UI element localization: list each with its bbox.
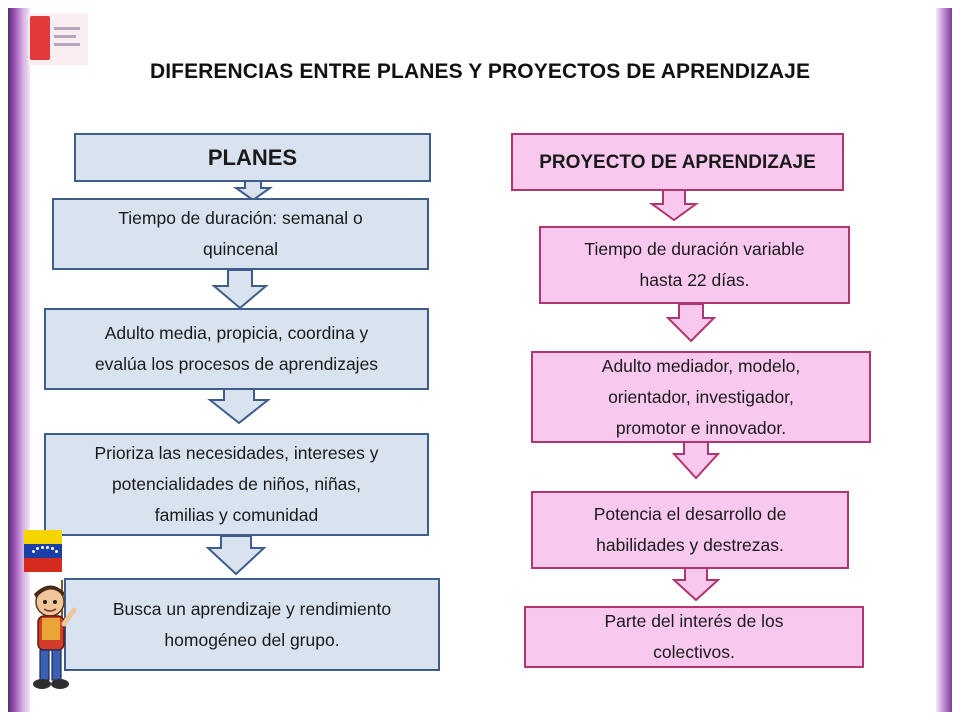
institution-logo-icon (28, 13, 88, 65)
down-arrow-icon (232, 179, 274, 202)
page-title: DIFERENCIAS ENTRE PLANES Y PROYECTOS DE … (149, 60, 811, 83)
down-arrow-icon (205, 535, 267, 576)
down-arrow-icon (665, 303, 717, 343)
down-arrow-icon (671, 567, 721, 602)
down-arrow-icon (648, 189, 700, 222)
down-arrow-icon (211, 269, 269, 310)
proyecto-header: PROYECTO DE APRENDIZAJE (511, 133, 844, 191)
planes-header: PLANES (74, 133, 431, 182)
down-arrow-icon (207, 387, 271, 425)
proyecto-item-adult-role: Adulto mediador, modelo,orientador, inve… (531, 351, 871, 443)
down-arrow-icon (671, 441, 721, 480)
child-cartoon-icon (33, 580, 77, 689)
venezuela-flag-icon (24, 530, 62, 572)
right-decorative-band (936, 8, 952, 712)
slide: DIFERENCIAS ENTRE PLANES Y PROYECTOS DE … (8, 8, 952, 712)
